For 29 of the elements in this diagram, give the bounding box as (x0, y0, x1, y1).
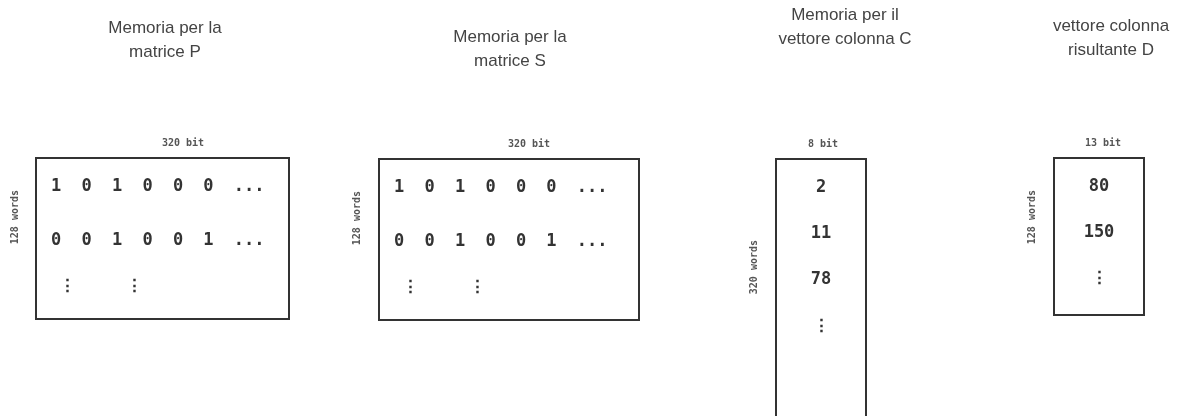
dimension-label: 128 words (1026, 190, 1038, 245)
memory-word: 0 0 1 0 0 1 ... (51, 229, 265, 249)
memory-word: ⋮ (1089, 267, 1109, 287)
memory-title: Memoria per il vettore colonna C (777, 4, 913, 50)
memory-block (35, 157, 290, 320)
memory-word: 1 0 1 0 0 0 ... (51, 175, 265, 195)
memory-word: 80 (1087, 175, 1111, 195)
memory-word: 2 (814, 176, 828, 196)
dimension-label: 320 bit (508, 138, 551, 150)
dimension-label: 320 words (748, 240, 760, 295)
memory-word: 78 (809, 268, 833, 288)
memory-title: Memoria per la matrice S (452, 26, 568, 72)
memory-word: ⋮ ⋮ (402, 276, 487, 296)
memory-word: 1 0 1 0 0 0 ... (394, 176, 608, 196)
memory-word: ⋮ (811, 315, 831, 335)
memory-word: 150 (1082, 221, 1116, 241)
memory-word: 0 0 1 0 0 1 ... (394, 230, 608, 250)
memory-block (1053, 157, 1145, 316)
memory-block (775, 158, 867, 416)
memory-word: 11 (809, 222, 833, 242)
dimension-label: 128 words (9, 190, 21, 245)
dimension-label: 320 bit (162, 137, 205, 149)
dimension-label: 128 words (351, 191, 363, 246)
memory-title: vettore colonna risultante D (1051, 15, 1171, 61)
memory-word: ⋮ ⋮ (59, 275, 144, 295)
dimension-label: 13 bit (1085, 137, 1122, 149)
memory-block (378, 158, 640, 321)
dimension-label: 8 bit (808, 138, 839, 150)
memory-title: Memoria per la matrice P (107, 17, 223, 63)
